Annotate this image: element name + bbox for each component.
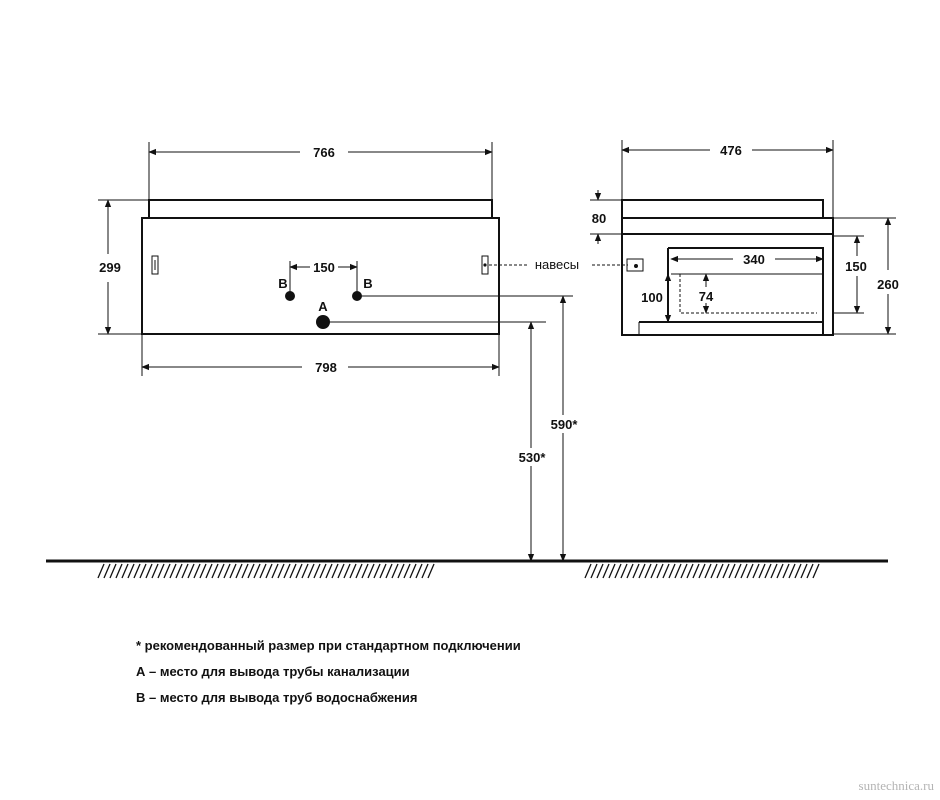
side-view: 476 80 340 150 260 100 74 xyxy=(590,140,899,336)
hinges-label: навесы xyxy=(535,257,579,272)
total-height-dimension: 260 xyxy=(877,277,899,292)
legend: * рекомендованный размер при стандартном… xyxy=(136,637,521,715)
legend-asterisk-note: * рекомендованный размер при стандартном… xyxy=(136,638,521,653)
side-upper-band xyxy=(621,217,834,235)
hinges-callout: навесы xyxy=(489,257,628,272)
depth-dimension: 476 xyxy=(720,143,742,158)
legend-a-note: А – место для вывода трубы канализации xyxy=(136,664,410,679)
floor-hatch-right xyxy=(584,563,820,579)
inner-height-dimension: 100 xyxy=(641,290,663,305)
side-top-slab xyxy=(621,199,824,219)
watermark: suntechnica.ru xyxy=(858,778,934,793)
water-outlet-left xyxy=(285,291,295,301)
water-outlet-right-label: B xyxy=(363,276,372,291)
inner-depth-dimension: 74 xyxy=(699,289,714,304)
side-cabinet-body xyxy=(621,233,834,336)
legend-b-note: В – место для вывода труб водоснабжения xyxy=(136,690,418,705)
top-width-dimension: 766 xyxy=(313,145,335,160)
hinge-left-icon xyxy=(151,255,159,275)
bottom-width-dimension: 798 xyxy=(315,360,337,375)
drawer-depth-dimension: 340 xyxy=(743,252,765,267)
front-view: 766 299 798 150 B B A xyxy=(98,142,573,376)
drawer-height-dimension: 150 xyxy=(845,259,867,274)
top-gap-dimension: 80 xyxy=(592,211,606,226)
front-cabinet-body xyxy=(141,217,500,335)
pipe-spacing-dimension: 150 xyxy=(313,260,335,275)
floor-hatch-left xyxy=(97,563,435,579)
height-b-dimension: 590* xyxy=(551,417,579,432)
height-a-dimension: 530* xyxy=(519,450,547,465)
front-top-slab xyxy=(148,199,493,219)
hinge-right-icon xyxy=(481,255,489,275)
water-outlet-left-label: B xyxy=(278,276,287,291)
installation-heights: 590* 530* xyxy=(511,295,582,562)
floor-line xyxy=(46,559,888,579)
height-dimension: 299 xyxy=(99,260,121,275)
sewage-outlet-label: A xyxy=(318,299,328,314)
side-hinge-icon xyxy=(626,258,644,272)
